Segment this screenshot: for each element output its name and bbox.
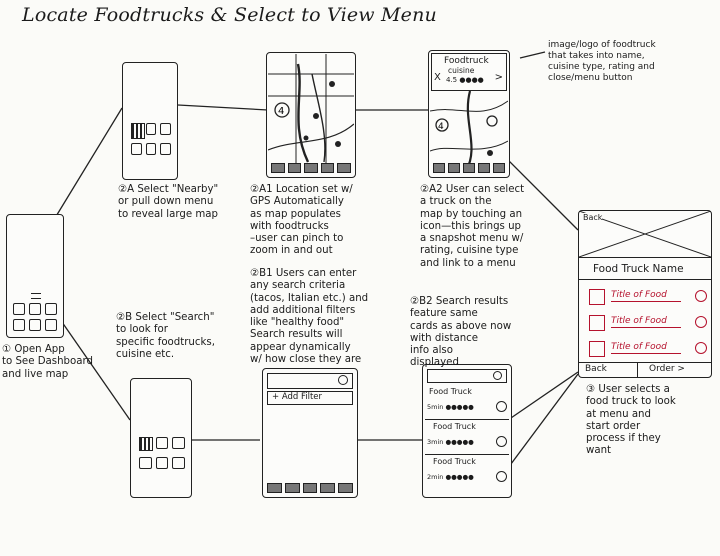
step-2a-note: ②A Select "Nearby" or pull down menu to …: [118, 184, 219, 220]
magnifier-icon: [493, 371, 502, 380]
nearby-tab-icon[interactable]: [131, 123, 145, 139]
svg-text:4: 4: [438, 122, 444, 132]
dashboard-tile[interactable]: [45, 319, 57, 331]
search-input[interactable]: [427, 369, 507, 383]
dashboard-tile[interactable]: [45, 303, 57, 315]
dashboard-tile[interactable]: [160, 123, 171, 135]
result-card[interactable]: Food Truck 5min ●●●●●: [425, 385, 509, 420]
truck-popup-close-icon[interactable]: X: [434, 72, 441, 83]
menu-item[interactable]: Title of Food: [589, 289, 707, 307]
result-meta: 2min ●●●●●: [427, 473, 474, 481]
phone-map: 4: [266, 52, 356, 178]
truck-name-heading: Food Truck Name: [593, 263, 684, 275]
dashboard-tile[interactable]: [160, 143, 171, 155]
dashboard-tile[interactable]: [13, 303, 25, 315]
result-go-icon[interactable]: [496, 471, 507, 482]
menu-item-title: Title of Food: [611, 342, 667, 352]
page-title: Locate Foodtrucks & Select to View Menu: [22, 4, 437, 26]
dashboard-tile[interactable]: [13, 319, 25, 331]
step-2a2-note: ②A2 User can select a truck on the map b…: [420, 184, 525, 269]
dashboard-tile[interactable]: [131, 143, 142, 155]
truck-popup-go-icon[interactable]: >: [494, 72, 503, 83]
step-3-note: ③ User selects a food truck to look at m…: [586, 384, 676, 457]
add-filter-button[interactable]: + Add Filter: [267, 391, 353, 405]
menu-item-title: Title of Food: [611, 316, 667, 326]
truck-popup-name: Foodtruck: [444, 56, 489, 66]
dashboard-tile[interactable]: [145, 123, 157, 135]
menu-item[interactable]: Title of Food: [589, 341, 707, 359]
menu-item-title: Title of Food: [611, 290, 667, 300]
results-list: Food Truck 5min ●●●●● Food Truck 3min ●●…: [425, 385, 509, 489]
back-button[interactable]: Back: [585, 364, 607, 374]
phone-map-popup: Foodtruck cuisine X 4.5 ●●●● > 4: [428, 50, 510, 178]
result-title: Food Truck: [433, 457, 476, 466]
step-1-note: ① Open App to See Dashboard and live map: [2, 344, 93, 380]
step-2b2-note: ②B2 Search results feature same cards as…: [410, 296, 512, 369]
phone-search-filter: + Add Filter: [262, 368, 358, 498]
step-2a1-note: ②A1 Location set w/ GPS Automatically as…: [250, 184, 353, 257]
dashboard-tile[interactable]: [29, 319, 41, 331]
menu-item-go-icon[interactable]: [695, 316, 707, 328]
dashboard-tile[interactable]: [139, 457, 152, 469]
result-meta: 3min ●●●●●: [427, 438, 474, 446]
result-meta: 5min ●●●●●: [427, 403, 474, 411]
order-button[interactable]: Order >: [649, 364, 685, 374]
menu-footer: Back Order >: [579, 362, 711, 377]
result-card[interactable]: Food Truck 3min ●●●●●: [425, 420, 509, 455]
magnifier-icon: [338, 375, 348, 385]
truck-popup-card[interactable]: Foodtruck cuisine X 4.5 ●●●● >: [431, 53, 507, 91]
phone-search-entry: [130, 378, 192, 498]
step-2b1-note: ②B1 Users can enter any search criteria …: [250, 268, 369, 366]
menu-back-link[interactable]: Back: [583, 213, 603, 222]
menu-item-go-icon[interactable]: [695, 342, 707, 354]
dashboard-tile[interactable]: [155, 437, 169, 449]
search-input[interactable]: [267, 373, 353, 389]
phone-search-results: Food Truck 5min ●●●●● Food Truck 3min ●●…: [422, 364, 512, 498]
menu-item-go-icon[interactable]: [695, 290, 707, 302]
map-view[interactable]: 4: [430, 91, 508, 171]
map-toolbar[interactable]: [271, 163, 351, 173]
phone-dashboard: [6, 214, 64, 338]
svg-text:4: 4: [278, 106, 284, 117]
pull-handle-icon[interactable]: [31, 293, 41, 299]
step-2b-note: ②B Select "Search" to look for specific …: [116, 312, 215, 360]
phone-nearby: [122, 62, 178, 180]
truck-popup-cuisine: cuisine: [448, 66, 475, 75]
menu-item[interactable]: Title of Food: [589, 315, 707, 333]
phone-menu: Back Food Truck Name Title of Food Title…: [578, 210, 712, 378]
map-view[interactable]: 4: [268, 54, 354, 164]
result-title: Food Truck: [433, 422, 476, 431]
result-card[interactable]: Food Truck 2min ●●●●●: [425, 455, 509, 489]
search-tab-icon[interactable]: [139, 437, 153, 451]
result-go-icon[interactable]: [496, 436, 507, 447]
search-toolbar[interactable]: [267, 483, 353, 493]
dashboard-tile[interactable]: [172, 437, 185, 449]
result-go-icon[interactable]: [496, 401, 507, 412]
popup-callout-note: image/logo of foodtruck that takes into …: [548, 40, 656, 83]
dashboard-tile[interactable]: [29, 303, 41, 315]
map-toolbar[interactable]: [433, 163, 505, 173]
menu-image-area: Back: [579, 211, 711, 258]
truck-popup-rating: 4.5 ●●●●: [446, 76, 484, 84]
dashboard-tile[interactable]: [172, 457, 185, 469]
dashboard-tile[interactable]: [155, 457, 169, 469]
result-title: Food Truck: [429, 387, 472, 396]
dashboard-tile[interactable]: [145, 143, 157, 155]
